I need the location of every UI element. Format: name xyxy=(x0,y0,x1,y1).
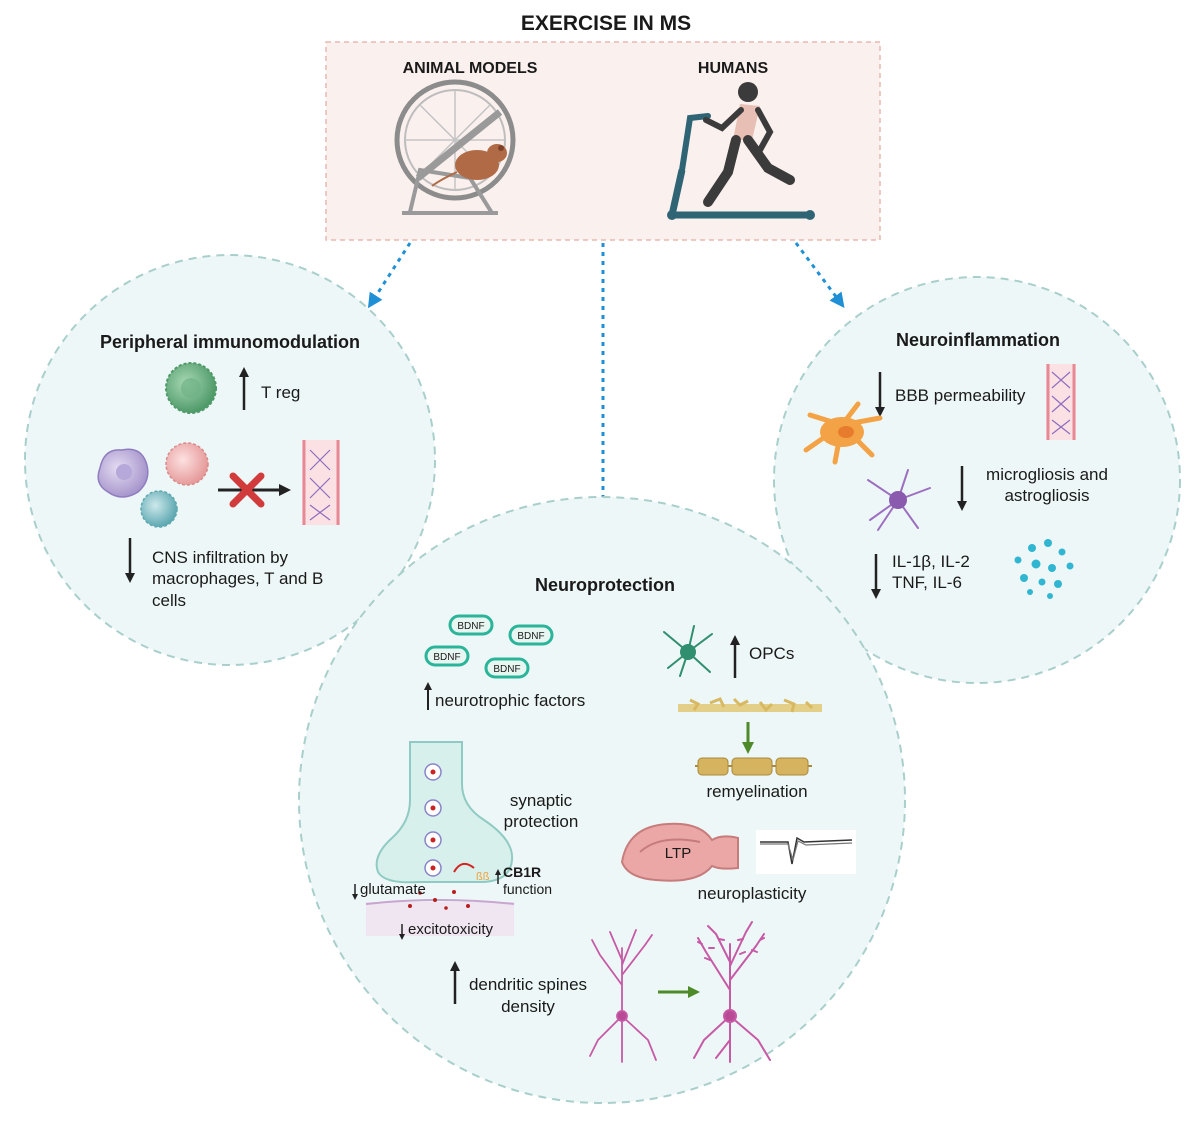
treadmill-runner-icon xyxy=(667,82,815,220)
infiltration-line-1: CNS infiltration by xyxy=(152,548,289,567)
synaptic-line-2: protection xyxy=(504,812,579,831)
cb1r-function-label: function xyxy=(503,881,552,897)
t-cell-icon xyxy=(165,442,209,486)
infiltration-line-2: macrophages, T and B xyxy=(152,569,323,588)
diagram-title: EXERCISE IN MS xyxy=(521,12,691,35)
peripheral-circle xyxy=(24,254,436,666)
neuron-sparse-icon xyxy=(589,929,657,1063)
neuroplasticity-label: neuroplasticity xyxy=(698,884,807,903)
neuron-dense-icon xyxy=(693,921,771,1063)
exercise-source-box xyxy=(325,41,881,241)
arrow-to-neuroinflammation xyxy=(794,242,845,309)
myelinated-axon-icon xyxy=(695,757,812,776)
animal-models-label: ANIMAL MODELS xyxy=(403,60,538,77)
neuroprotection-title: Neuroprotection xyxy=(535,575,675,595)
bbb-vessel-icon xyxy=(1046,364,1076,440)
bdnf-pill-2: BDNF xyxy=(508,624,554,646)
opcs-label: OPCs xyxy=(749,644,794,663)
hamster-wheel-icon xyxy=(394,79,516,215)
humans-label: HUMANS xyxy=(698,60,769,77)
glutamate-dots-icon xyxy=(408,890,470,910)
svg-text:ßß: ßß xyxy=(476,871,490,883)
dendritic-line-2: density xyxy=(501,997,555,1016)
postsynaptic-membrane-icon xyxy=(365,899,515,936)
treg-label: T reg xyxy=(261,383,300,402)
cytokine-dots-icon xyxy=(1014,539,1074,599)
b-cell-icon xyxy=(140,490,178,528)
astrocyte-icon xyxy=(803,401,883,465)
remyelination-label: remyelination xyxy=(706,782,807,801)
neurotrophic-label: neurotrophic factors xyxy=(435,691,585,710)
synapse-terminal-icon: ßß xyxy=(375,741,514,884)
bdnf-pill-4: BDNF xyxy=(484,657,530,679)
cytokines-line-1: IL-1β, IL-2 xyxy=(892,552,970,571)
svg-text:BDNF: BDNF xyxy=(517,631,544,642)
synaptic-line-1: synaptic xyxy=(510,791,573,810)
dendritic-line-1: dendritic spines xyxy=(469,975,587,994)
svg-text:BDNF: BDNF xyxy=(457,621,484,632)
blood-vessel-icon xyxy=(302,440,340,525)
bdnf-pill-1: BDNF xyxy=(448,614,494,636)
gliosis-line-1: microgliosis and xyxy=(986,465,1108,484)
neuroinflammation-title: Neuroinflammation xyxy=(896,330,1060,350)
cb1r-label: CB1R xyxy=(503,864,541,880)
excitotoxicity-label: excitotoxicity xyxy=(408,921,494,938)
treg-cell-icon xyxy=(165,362,217,414)
infiltration-line-3: cells xyxy=(152,591,186,610)
macrophage-icon xyxy=(97,448,149,498)
ltp-label: LTP xyxy=(665,845,691,862)
svg-text:BDNF: BDNF xyxy=(433,652,460,663)
hippocampus-icon xyxy=(620,822,739,882)
cytokines-line-2: TNF, IL-6 xyxy=(892,573,962,592)
microglia-icon xyxy=(867,469,931,531)
demyelinated-axon-icon xyxy=(678,697,822,713)
ltp-trace-icon xyxy=(756,830,856,874)
gliosis-line-2: astrogliosis xyxy=(1004,486,1089,505)
bbb-label: BBB permeability xyxy=(895,386,1026,405)
arrow-to-peripheral xyxy=(367,242,412,309)
peripheral-title: Peripheral immunomodulation xyxy=(100,332,360,352)
glutamate-label: glutamate xyxy=(360,881,426,898)
bdnf-pill-3: BDNF xyxy=(424,645,470,667)
opc-cell-icon xyxy=(663,625,713,677)
svg-text:BDNF: BDNF xyxy=(493,664,520,675)
blocked-cross-icon xyxy=(229,472,265,508)
